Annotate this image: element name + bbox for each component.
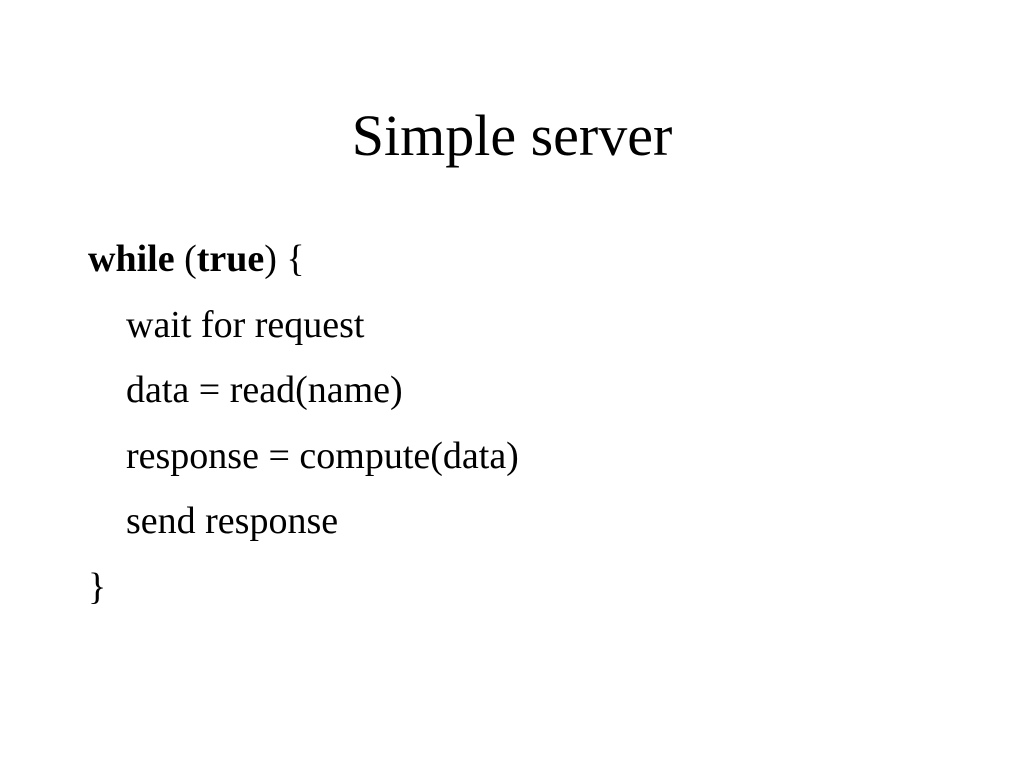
close-paren-brace: ) {: [264, 238, 305, 280]
while-keyword: while: [88, 238, 175, 280]
true-keyword: true: [196, 238, 265, 280]
code-line-send: send response: [126, 500, 339, 542]
code-line-closing-brace: }: [88, 565, 107, 608]
open-paren: (: [174, 238, 197, 280]
slide-title: Simple server: [351, 103, 673, 168]
code-line-read: data = read(name): [126, 369, 403, 411]
code-line-compute: response = compute(data): [126, 434, 519, 477]
code-line-wait: wait for request: [126, 303, 365, 346]
code-block: while (true) { wait for request data = r…: [88, 232, 988, 625]
code-line-while: while (true) {: [88, 232, 988, 298]
